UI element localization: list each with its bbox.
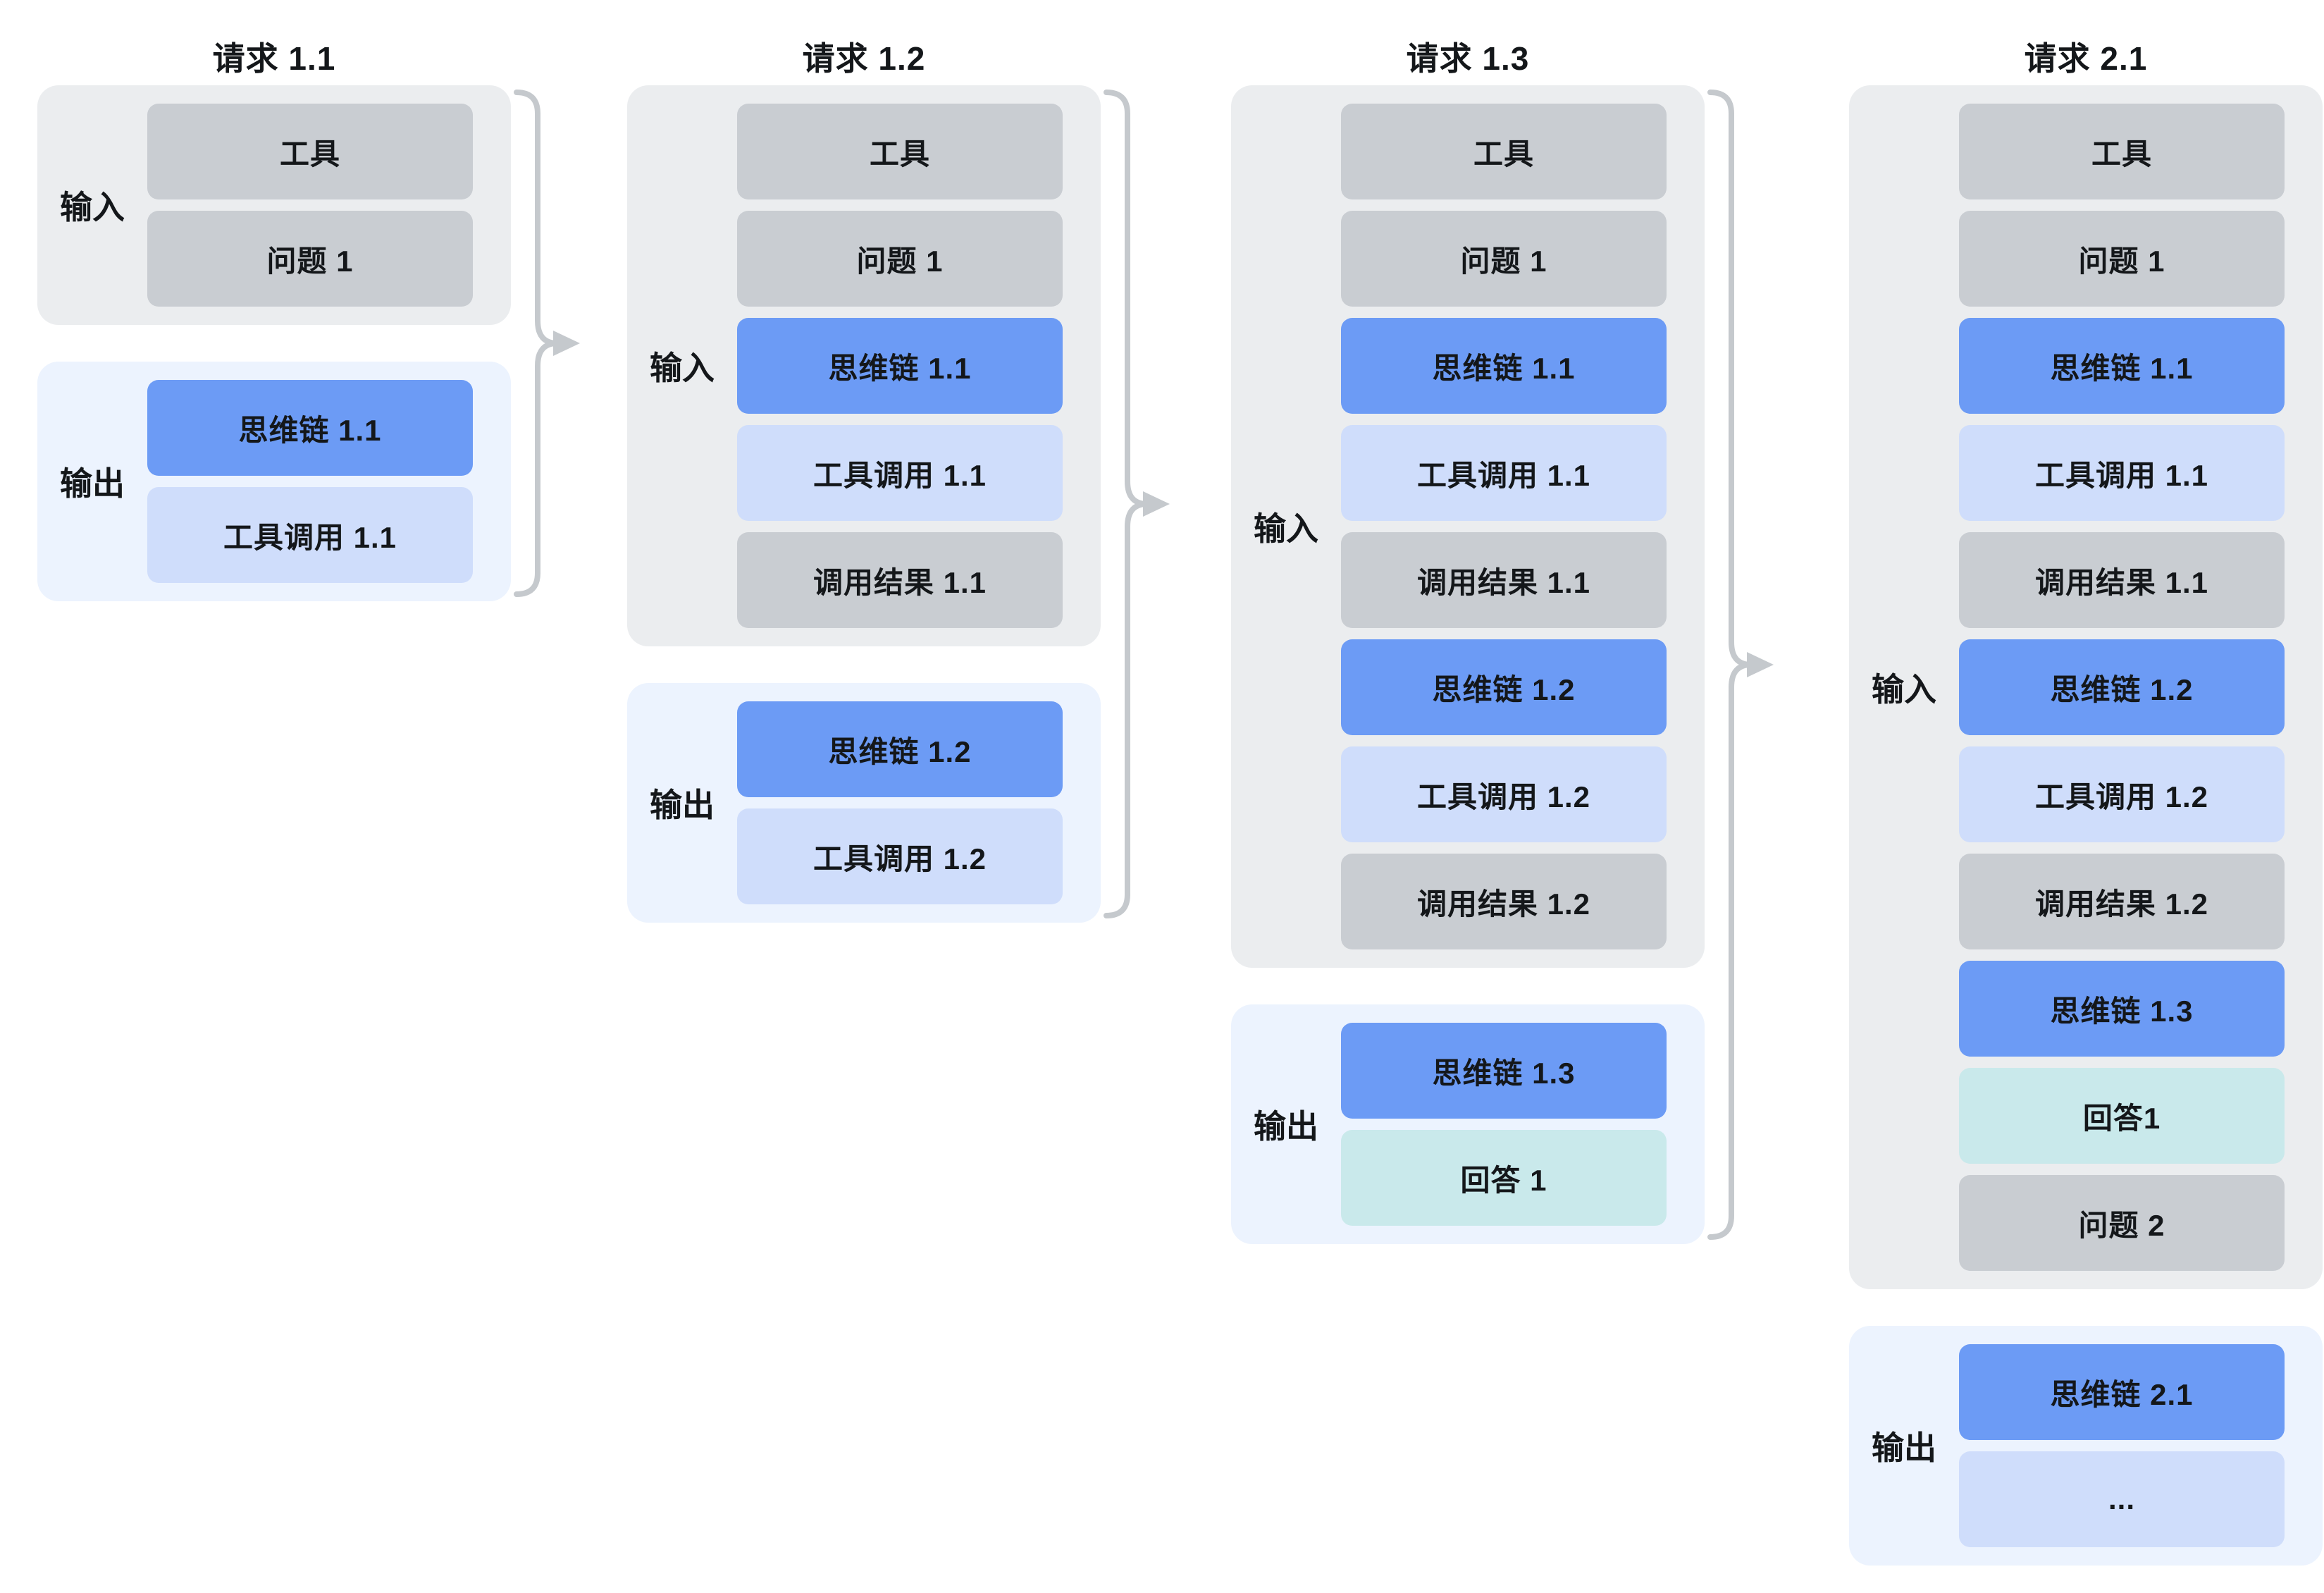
output-items: 思维链 1.3 回答 1 — [1341, 1023, 1667, 1226]
arrow-gap-1 — [511, 39, 627, 1593]
context-item: 思维链 1.2 — [1959, 639, 2285, 735]
request-column-2: 请求 1.2 输入 工具问题 1 思维链 1.1 工具调用 1.1 调用结果 1.1 输出思… — [627, 39, 1101, 1593]
input-card: 输入 工具问题 1 思维链 1.1 工具调用 1.1 调用结果 1.1 — [627, 85, 1101, 646]
request-column-3: 请求 1.3 输入 工具问题 1 思维链 1.1 工具调用 1.1 调用结果 1.1 思维链… — [1231, 39, 1705, 1593]
context-item: 思维链 1.2 — [1341, 639, 1667, 735]
input-items: 工具问题 1 思维链 1.1 工具调用 1.1 调用结果 1.1 思维链 1.2 工具调用… — [1959, 104, 2285, 1271]
context-item: 思维链 1.1 — [147, 380, 473, 476]
context-item: 思维链 1.2 — [737, 701, 1063, 797]
context-item: 调用结果 1.1 — [737, 532, 1063, 628]
output-label: 输出 — [1254, 1108, 1318, 1145]
output-card: 输出思维链 1.2 工具调用 1.2 — [627, 683, 1101, 923]
card-gap — [37, 325, 511, 362]
output-label: 输出 — [1872, 1429, 1936, 1466]
column-title: 请求 2.1 — [2024, 40, 2148, 77]
context-item: 工具调用 1.2 — [737, 808, 1063, 904]
context-item: 工具调用 1.2 — [1341, 746, 1667, 842]
output-card: 输出思维链 2.1... — [1849, 1326, 2323, 1566]
output-items: 思维链 2.1... — [1959, 1344, 2285, 1547]
context-item: 问题 1 — [737, 211, 1063, 307]
context-item: 回答 1 — [1341, 1130, 1667, 1226]
context-item: 问题 1 — [1341, 211, 1667, 307]
input-items: 工具问题 1 思维链 1.1 工具调用 1.1 调用结果 1.1 — [737, 104, 1063, 628]
column-title: 请求 1.3 — [1406, 40, 1530, 77]
context-item: 回答1 — [1959, 1068, 2285, 1164]
output-label: 输出 — [650, 787, 715, 823]
card-gap — [1849, 1289, 2323, 1326]
output-items: 思维链 1.2 工具调用 1.2 — [737, 701, 1063, 904]
context-item: 工具调用 1.1 — [147, 487, 473, 583]
context-item: 工具调用 1.1 — [1959, 425, 2285, 521]
context-item: 工具 — [147, 104, 473, 199]
input-label: 输入 — [650, 350, 715, 386]
context-item: 调用结果 1.2 — [1341, 854, 1667, 949]
context-item: 问题 2 — [1959, 1175, 2285, 1271]
input-items: 工具问题 1 思维链 1.1 工具调用 1.1 调用结果 1.1 思维链 1.2 工具调用… — [1341, 104, 1667, 949]
context-item: 调用结果 1.1 — [1959, 532, 2285, 628]
output-card: 输出思维链 1.3 回答 1 — [1231, 1004, 1705, 1244]
arrow-gap-3 — [1705, 39, 1849, 1593]
context-item: 思维链 1.1 — [1959, 318, 2285, 414]
arrow-gap-2 — [1101, 39, 1231, 1593]
context-item: 工具 — [1341, 104, 1667, 199]
context-item: 调用结果 1.1 — [1341, 532, 1667, 628]
context-item: 工具调用 1.1 — [737, 425, 1063, 521]
input-items: 工具问题 1 — [147, 104, 473, 307]
context-item: 思维链 1.1 — [1341, 318, 1667, 414]
column-title: 请求 1.2 — [802, 40, 926, 77]
context-item: 工具调用 1.2 — [1959, 746, 2285, 842]
context-item: 调用结果 1.2 — [1959, 854, 2285, 949]
context-item: 思维链 2.1 — [1959, 1344, 2285, 1440]
input-label: 输入 — [1872, 671, 1936, 708]
column-title: 请求 1.1 — [212, 40, 336, 77]
context-item: 思维链 1.3 — [1341, 1023, 1667, 1119]
input-label: 输入 — [1254, 510, 1318, 547]
context-item: 问题 1 — [147, 211, 473, 307]
context-item: 工具 — [1959, 104, 2285, 199]
request-column-1: 请求 1.1 输入工具问题 1 输出思维链 1.1 工具调用 1.1 — [37, 39, 511, 1593]
context-item: 思维链 1.3 — [1959, 961, 2285, 1057]
output-label: 输出 — [60, 465, 125, 502]
input-card: 输入工具问题 1 — [37, 85, 511, 325]
context-item: 问题 1 — [1959, 211, 2285, 307]
output-items: 思维链 1.1 工具调用 1.1 — [147, 380, 473, 583]
context-item: 工具调用 1.1 — [1341, 425, 1667, 521]
context-item: 思维链 1.1 — [737, 318, 1063, 414]
card-gap — [1231, 968, 1705, 1004]
output-card: 输出思维链 1.1 工具调用 1.1 — [37, 362, 511, 601]
input-label: 输入 — [60, 189, 125, 226]
request-column-4: 请求 2.1 输入 工具问题 1 思维链 1.1 工具调用 1.1 调用结果 1.1 思维链… — [1849, 39, 2323, 1593]
context-item: ... — [1959, 1451, 2285, 1547]
card-gap — [627, 646, 1101, 683]
context-item: 工具 — [737, 104, 1063, 199]
